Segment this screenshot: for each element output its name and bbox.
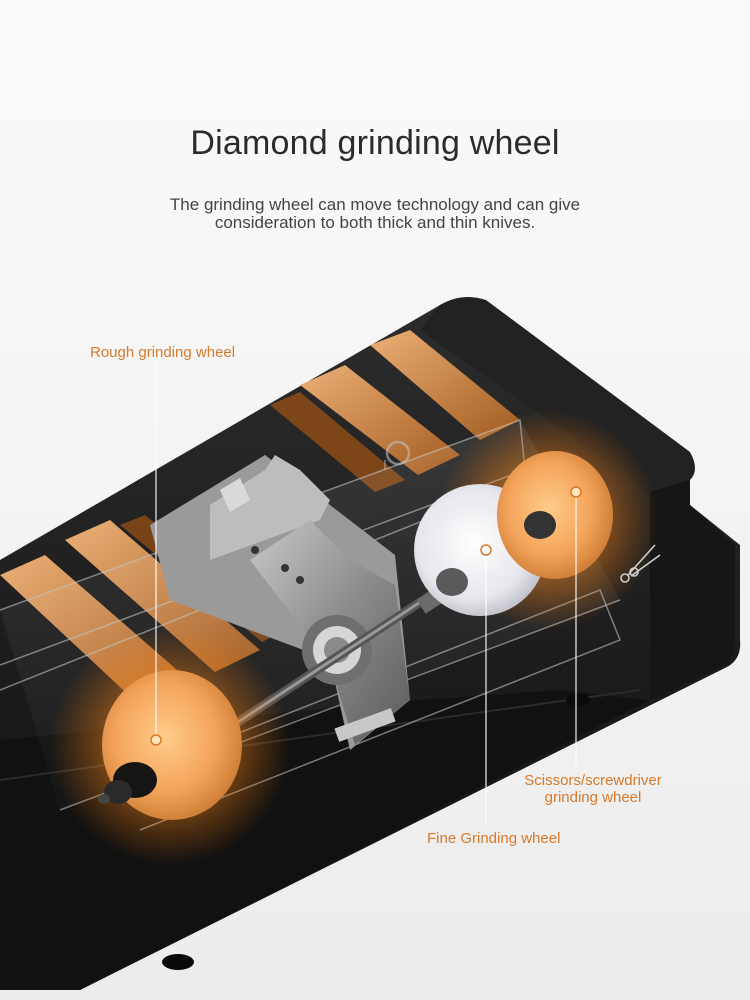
- callout-scissors-line-1: Scissors/screwdriver: [524, 772, 662, 789]
- callout-scissors-grinding-wheel: Scissors/screwdriver grinding wheel: [520, 772, 666, 806]
- callout-leaders: [155, 360, 577, 822]
- scissors-grinding-wheel: [497, 451, 613, 579]
- fine-wheel-marker: [480, 544, 492, 556]
- scissors-wheel-marker: [570, 486, 582, 498]
- rough-grinding-wheel: [98, 670, 242, 820]
- subtitle-line-1: The grinding wheel can move technology a…: [169, 195, 581, 214]
- page-title: Diamond grinding wheel: [190, 124, 560, 162]
- page-subtitle: The grinding wheel can move technology a…: [0, 196, 750, 232]
- rubber-foot: [162, 954, 194, 970]
- callout-rough-grinding-wheel: Rough grinding wheel: [90, 344, 236, 361]
- motor: [150, 455, 410, 750]
- callout-scissors-line-2: grinding wheel: [544, 789, 642, 806]
- rubber-foot: [566, 694, 590, 706]
- callout-fine-grinding-wheel: Fine Grinding wheel: [427, 830, 561, 847]
- scissors-icon: [620, 544, 661, 583]
- rough-wheel-marker: [150, 734, 162, 746]
- subtitle-line-2: consideration to both thick and thin kni…: [214, 213, 536, 232]
